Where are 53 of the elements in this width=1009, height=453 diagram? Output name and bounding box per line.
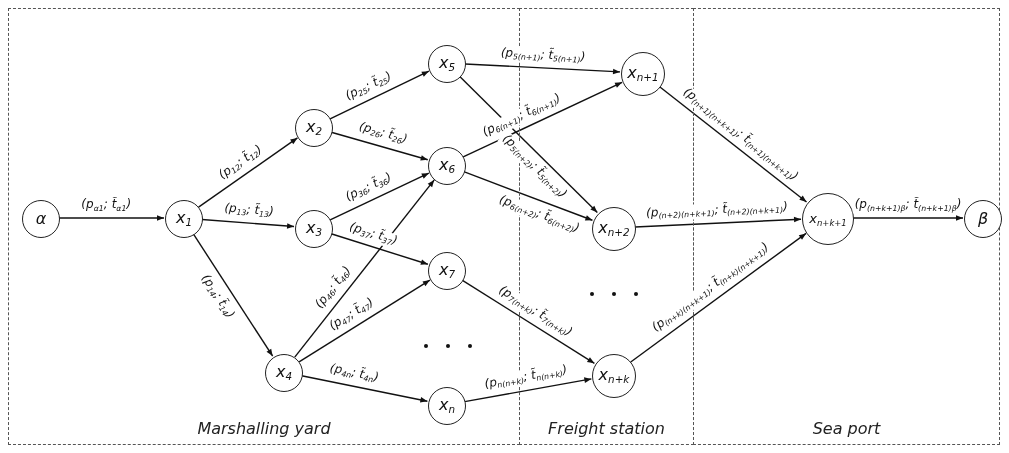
state-circle (621, 52, 665, 96)
state-circle (592, 207, 636, 251)
node-label: x$_{n+k+1}$ (809, 211, 847, 227)
state-circle (265, 354, 303, 392)
node-label: x$_{7}$ (438, 262, 456, 280)
arrow (458, 75, 599, 214)
arrow (462, 81, 623, 158)
edge-label: (p$_{5(n+1)}$; t̃$_{5(n+1)}$) (498, 46, 588, 66)
state-circle (428, 147, 466, 185)
state-circle (295, 109, 333, 147)
arrow (329, 70, 430, 120)
arrow (630, 232, 807, 363)
node-label: x$_{4}$ (275, 364, 293, 382)
arrow (201, 218, 295, 229)
edge-label: (p$_{(n+k+1)β}$; t̃$_{(n+k+1)β}$) (852, 198, 964, 214)
arrow (298, 279, 431, 363)
node-label: α (35, 211, 47, 227)
zone-label: Sea port (811, 419, 882, 438)
arrow (464, 63, 621, 75)
node-label: x$_{1}$ (175, 210, 193, 228)
state-circle (165, 200, 203, 238)
node-label: x$_{n+k}$ (598, 367, 630, 385)
state-circle (295, 210, 333, 248)
arrow (658, 85, 808, 203)
node-label: x$_{6}$ (438, 157, 456, 175)
state-circle (802, 193, 854, 245)
zone-label: Freight station (547, 419, 666, 438)
arrow (464, 377, 593, 403)
arrow (330, 131, 429, 161)
arrow (192, 233, 274, 357)
state-circle (22, 200, 60, 238)
node-label: x$_{n+2}$ (598, 220, 630, 238)
node-label: β (977, 211, 989, 227)
arrow (329, 172, 430, 221)
arrow (197, 137, 299, 208)
arrow (463, 171, 594, 221)
arrow (461, 279, 596, 364)
zone-label: Marshalling yard (196, 419, 332, 438)
arrow (634, 216, 802, 228)
state-circle (428, 387, 466, 425)
state-circle (428, 45, 466, 83)
arrow (852, 215, 964, 221)
arrow (58, 215, 165, 221)
node-label: x$_{2}$ (305, 119, 323, 137)
node-label: x$_{n+1}$ (627, 65, 659, 83)
state-circle (592, 354, 636, 398)
arrow (294, 179, 435, 358)
state-circle (428, 252, 466, 290)
node-label: x$_{n}$ (438, 397, 456, 415)
node-label: x$_{5}$ (438, 55, 456, 73)
state-circle (964, 200, 1002, 238)
node-label: x$_{3}$ (305, 220, 323, 238)
arrow (330, 233, 429, 265)
